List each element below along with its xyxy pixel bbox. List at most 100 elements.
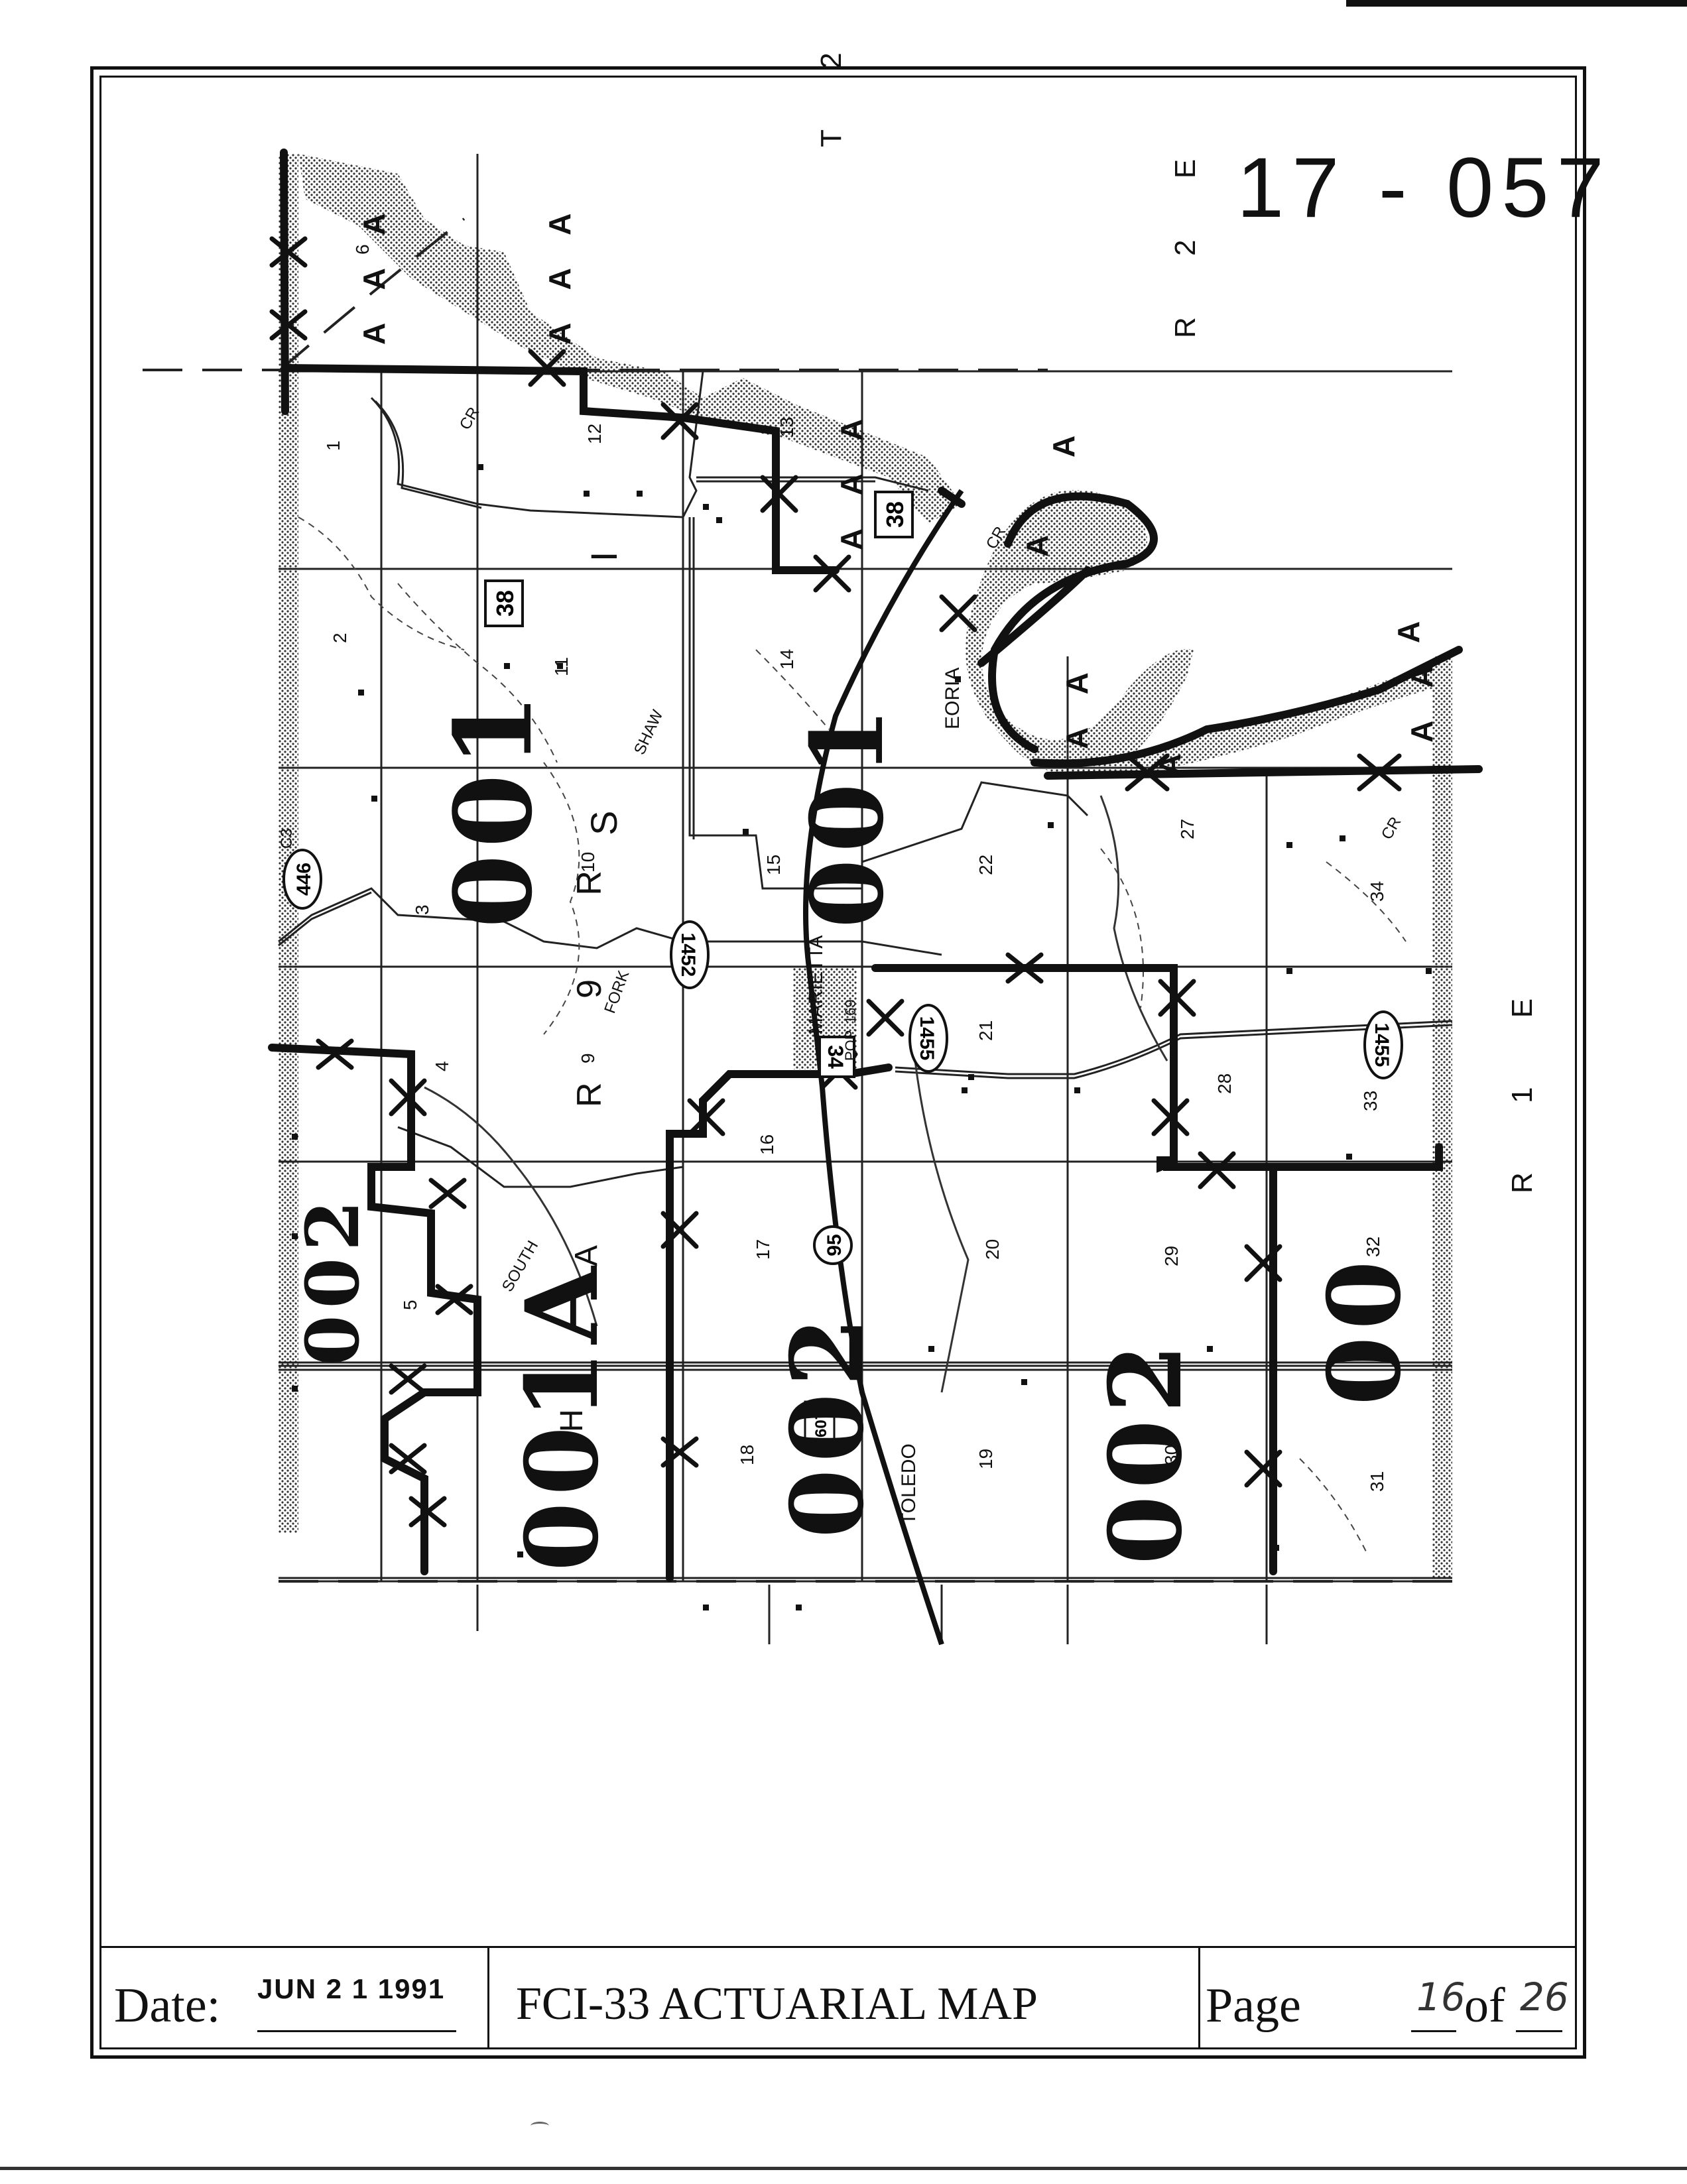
misc-letter: A <box>569 1245 604 1266</box>
zone-label-001-west: 001 <box>431 687 556 928</box>
misc-letter: H <box>554 1409 590 1432</box>
inner-border <box>99 76 1577 2049</box>
zone-label-001a: 001A <box>504 1260 621 1572</box>
place-name-marietta: MARIETTA <box>805 936 827 1034</box>
page-total-underline <box>1516 2030 1562 2032</box>
route-shield-446: 446 <box>282 849 322 910</box>
section-number: 10 <box>578 852 598 873</box>
route-shield-1452: 1452 <box>670 920 710 989</box>
place-name-eoria: EORIA <box>942 668 964 729</box>
section-number: 5 <box>400 1300 420 1310</box>
area-code: A <box>1020 535 1054 557</box>
route-shield-34: 34 <box>818 1036 855 1078</box>
east-shaded-band <box>1432 656 1452 1578</box>
section-number: 21 <box>975 1020 996 1041</box>
footer: Date: JUN 2 1 1991 FCI-33 ACTUARIAL MAP … <box>99 1946 1577 2049</box>
route-label: 1455 <box>916 1016 938 1061</box>
zone-label-001-center: 001 <box>789 701 906 928</box>
area-code: A <box>1153 754 1187 776</box>
section-number: 13 <box>777 417 797 438</box>
page-total: 26 <box>1520 1974 1569 2020</box>
section-number: 20 <box>982 1239 1003 1260</box>
section-number: 33 <box>1360 1091 1381 1111</box>
date-stamp: JUN 2 1 1991 <box>257 1973 446 2004</box>
zone-label-00-east: 00 <box>1306 1254 1423 1406</box>
section-number: 19 <box>975 1449 996 1469</box>
date-label: Date: <box>114 1978 221 2033</box>
place-name-shaw: SHAW <box>631 707 667 757</box>
township-label: T 2 N <box>815 0 847 147</box>
area-code: A A A <box>834 406 869 550</box>
section-number: 3 <box>412 904 432 915</box>
section-number: 15 <box>763 855 784 875</box>
area-code: A A <box>1060 659 1094 749</box>
township-range-labels: T 2 N R 2 E R 1 E R 9 R S I <box>570 0 1538 1193</box>
area-code: A A <box>1405 652 1439 743</box>
section-number: 14 <box>777 649 797 670</box>
date-underline <box>257 2030 456 2032</box>
of-label: of <box>1464 1978 1505 2033</box>
streams <box>298 516 1406 1552</box>
road-abbrev: CR <box>456 404 483 433</box>
side-letters: S I <box>583 432 625 835</box>
scan-mark <box>531 2122 549 2130</box>
map-title: FCI-33 ACTUARIAL MAP <box>516 1978 1038 2030</box>
page-number: 16 <box>1416 1974 1466 2020</box>
route-shield-1455-east: 1455 <box>1363 1010 1403 1079</box>
section-numbers: 6 1 12 13 2 11 14 10 15 22 27 34 4 9 16 … <box>323 244 1387 1492</box>
outer-border <box>90 66 1586 2059</box>
section-number: 6 <box>352 244 373 255</box>
section-number: 16 <box>757 1134 777 1155</box>
route-shield-38-west: 38 <box>484 579 524 627</box>
section-number: 32 <box>1363 1237 1383 1257</box>
route-label: 38 <box>881 501 908 528</box>
section-number: 1 <box>323 440 344 451</box>
section-number: 12 <box>584 424 605 444</box>
building-markers <box>292 464 1432 1610</box>
area-code: A A A <box>542 200 577 345</box>
section-number: 28 <box>1214 1073 1235 1094</box>
route-shield-1455-center: 1455 <box>908 1004 948 1073</box>
road-abbrev: CR <box>1378 814 1405 843</box>
area-code: A A A <box>357 200 391 345</box>
zone-label-002-southeast: 002 <box>1088 1337 1204 1565</box>
page-cell: Page 16 of 26 <box>1200 1948 1577 2049</box>
route-shields: 38 38 446 1452 1455 1455 <box>282 491 1403 1448</box>
misc-letters: H A R <box>554 1245 604 1432</box>
route-shield-95: 95 <box>813 1225 853 1265</box>
section-number: 27 <box>1177 819 1198 839</box>
north-river-band <box>298 154 962 524</box>
range-label-top: R 2 E <box>1169 133 1202 338</box>
section-number: 34 <box>1367 881 1387 902</box>
scan-bottom-edge <box>0 2167 1687 2170</box>
place-name-toledo: TOLEDO <box>898 1443 920 1525</box>
area-codes: A A A A A A A A A A A A A A A A A <box>357 200 1439 776</box>
township-side-label: R 9 R <box>570 833 609 1107</box>
route-shield-607: 607 <box>804 1400 836 1448</box>
scan-edge-bar <box>1346 0 1687 7</box>
section-number: 18 <box>737 1445 757 1465</box>
route-shield-38-east: 38 <box>874 491 914 538</box>
route-label: 446 <box>293 863 315 896</box>
section-number: 11 <box>551 657 572 676</box>
zone-label-002-center: 002 <box>769 1311 886 1538</box>
route-label: 607 <box>812 1411 830 1437</box>
route-label: 34 <box>824 1045 847 1069</box>
section-number: 9 <box>578 1053 598 1063</box>
page-number-underline <box>1411 2030 1456 2032</box>
place-name-population: POP. 169 <box>842 999 859 1061</box>
rivers <box>424 795 1168 1393</box>
area-code: A <box>1046 436 1081 457</box>
map-number: 17 - 057 <box>1237 141 1612 235</box>
route-label: 1452 <box>677 933 699 977</box>
section-number: 17 <box>753 1239 773 1260</box>
title-cell: FCI-33 ACTUARIAL MAP <box>489 1948 1200 2049</box>
zone-labels: 001 001 001A 002 002 002 00 <box>290 687 1423 1571</box>
area-code: A <box>1391 621 1426 643</box>
route-label: 38 <box>491 590 519 617</box>
route-label: 1455 <box>1371 1023 1393 1067</box>
section-number: 29 <box>1161 1246 1182 1266</box>
section-number: 30 <box>1161 1445 1182 1465</box>
